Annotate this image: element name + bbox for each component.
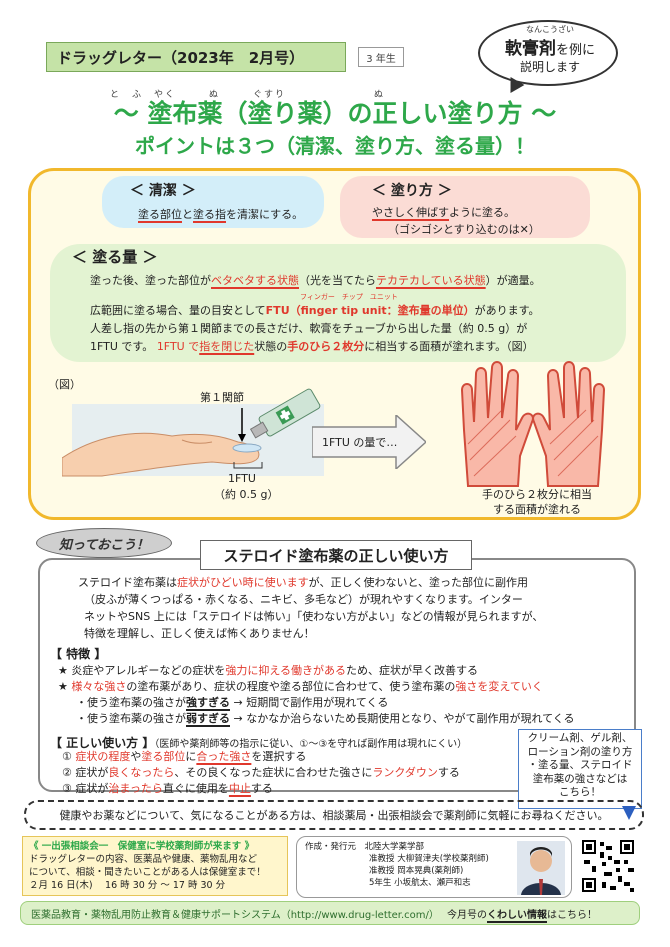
joint-label: 第１関節: [200, 391, 244, 404]
author-photo: [517, 841, 565, 895]
usage-1: ① 症状の程度や塗る部位に合った強さを選択する: [62, 750, 307, 763]
consult-notice: 健康やお薬などについて、気になることがある方は、相談薬局・出張相談会で薬剤師に気…: [24, 800, 644, 830]
features-heading: 【 特徴 】: [50, 647, 107, 661]
newsletter-title: ドラッグレター（2023年 2月号）: [46, 42, 346, 72]
paint-heading: ＜ 塗り方 ＞: [372, 183, 452, 199]
bubble-ruby: なんこうざい: [526, 25, 574, 34]
finger-illustration: [62, 388, 324, 477]
info-callout[interactable]: クリーム剤、ゲル剤、 ローション剤の塗り方 ・塗る量、ステロイド 塗布薬の強さな…: [518, 729, 642, 809]
page-title: ～ 塗布薬（塗り薬）の正しい塗り方 ～: [113, 99, 557, 128]
clean-text: 塗る部位と塗る指を清潔にする。: [138, 208, 304, 221]
credits-box: 作成・発行元 北陸大学薬学部 准教授 大柳賀津夫(学校薬剤師) 准教授 岡本晃典…: [296, 836, 572, 898]
amount-line-2: 広範囲に塗る場合、量の目安としてFTU（finger tip unit：塗布量の…: [90, 304, 540, 317]
footer-bar: 医薬品教育・薬物乱用防止教育＆健康サポートシステム（http://www.dru…: [20, 901, 640, 925]
palms-illustration: [460, 361, 606, 487]
amount-heading: ＜ 塗る量 ＞: [72, 248, 158, 266]
amount-line-4: 1FTU です。 1FTU で指を閉じた状態の手のひら２枚分に相当する面積が塗れ…: [90, 340, 534, 353]
feature-4: ・使う塗布薬の強さが弱すぎる → なかなか治らないため長期使用となり、やがて副作…: [76, 712, 575, 725]
figure-label: （図）: [48, 378, 81, 391]
ftu-amount-label: （約 0.5 g）: [214, 488, 279, 501]
steroid-title: ステロイド塗布薬の正しい使い方: [200, 540, 472, 570]
grade-label: 3 年生: [358, 47, 404, 67]
hands-caption: 手のひら２枚分に相当する面積が塗れる: [482, 488, 592, 516]
usage-heading-row: 【 正しい使い方 】（医師や薬剤師等の指示に従い、①～③を守れば副作用は現れにく…: [50, 736, 468, 750]
footer-detail-link[interactable]: 今月号のくわしい情報はこちら！: [447, 909, 597, 921]
panel-paint: ＜ 塗り方 ＞ やさしく伸ばすように塗る。 （ゴシゴシとすり込むのは✕）: [340, 176, 590, 238]
usage-3: ③ 症状が治まったら直ぐに使用を中止する: [62, 782, 273, 795]
footer-site-link[interactable]: 医薬品教育・薬物乱用防止教育＆健康サポートシステム（http://www.dru…: [31, 909, 439, 921]
consult-session-box: 《 一出張相談会一 保健室に学校薬剤師が来ます 》 ドラッグレターの内容、医薬品…: [22, 836, 288, 896]
paint-note: （ゴシゴシとすり込むのは✕）: [388, 223, 540, 236]
qr-code[interactable]: [580, 838, 636, 894]
title-ruby: と ふ やく ぬ ぐすり ぬ: [110, 90, 386, 100]
steroid-p3: ネットやSNS 上には「ステロイドは怖い」「使わない方がよい」などの情報が見られ…: [84, 610, 544, 623]
right-arrow-icon: [312, 415, 426, 469]
feature-1: ★ 炎症やアレルギーなどの症状を強力に抑える働きがあるため、症状が早く改善する: [58, 664, 479, 677]
panel-clean: ＜ 清潔 ＞ 塗る部位と塗る指を清潔にする。: [102, 176, 324, 228]
know-badge: 知っておこう！: [36, 528, 172, 558]
steroid-p2: （皮ふが薄くつっぱる・赤くなる、ニキビ、多毛など）が現れやすくなります。インター: [84, 593, 523, 606]
amount-line-3: 人差し指の先から第１関節までの長さだけ、軟膏をチューブから出した量（約 0.5 …: [90, 322, 528, 335]
feature-3: ・使う塗布薬の強さが強すぎる → 短期間で副作用が現れてくる: [76, 696, 389, 709]
page-subtitle: ポイントは３つ（清潔、塗り方、塗る量）！: [135, 134, 535, 158]
ftu-ruby: フィンガー チップ ユニット: [300, 293, 398, 301]
amount-line-1: 塗った後、塗った部位がベタベタする状態（光を当てたらテカテカしている状態）が適量…: [90, 274, 541, 287]
panel-amount: ＜ 塗る量 ＞ 塗った後、塗った部位がベタベタする状態（光を当てたらテカテカして…: [50, 244, 626, 362]
feature-2: ★ 様々な強さの塗布薬があり、症状の程度や塗る部位に合わせて、使う塗布薬の強さを…: [58, 680, 543, 693]
ftu-label: 1FTU: [228, 472, 256, 485]
steroid-p4: 特徴を理解し、正しく使えば怖くありません！: [84, 627, 315, 640]
paint-text: やさしく伸ばすように塗る。: [372, 206, 515, 219]
steroid-p1: ステロイド塗布薬は症状がひどい時に使いますが、正しく使わないと、塗った部位に副作…: [78, 576, 529, 589]
arrow-text: 1FTU の量で…: [322, 436, 398, 449]
bubble-line-1: 軟膏剤を例に: [504, 39, 595, 59]
speech-bubble: [478, 20, 618, 86]
usage-2: ② 症状が良くなったら、その良くなった症状に合わせた強さにランクダウンする: [62, 766, 460, 779]
bubble-line-2: 説明します: [519, 60, 580, 74]
clean-heading: ＜ 清潔 ＞: [130, 183, 196, 199]
